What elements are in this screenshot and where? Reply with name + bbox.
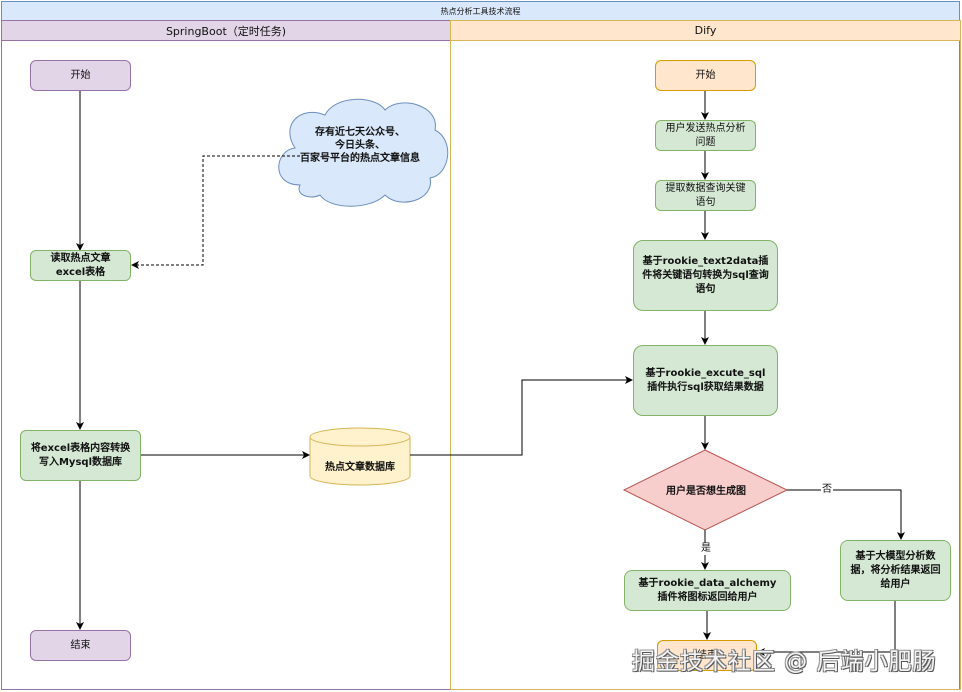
edge-label-yes: 是 [700, 543, 712, 555]
left-start-label: 开始 [70, 69, 91, 81]
right-start-label: 开始 [695, 69, 716, 81]
cloud-shape [278, 98, 449, 207]
text2data-node[interactable]: 基于rookie_text2data插 件将关键语句转换为sql查询 语句 [633, 240, 778, 311]
data-alchemy-node[interactable]: 基于rookie_data_alchemy 插件将图标返回给用户 [624, 570, 791, 611]
cloud-label: 存有近七天公众号、 今日头条、 百家号平台的热点文章信息 [300, 127, 420, 164]
right-start-node[interactable]: 开始 [655, 60, 756, 91]
user-question-node[interactable]: 用户发送热点分析 问题 [655, 120, 756, 151]
extract-keywords-label: 提取数据查询关键 语句 [665, 182, 746, 208]
write-mysql-label: 将excel表格内容转换 写入Mysql数据库 [30, 442, 131, 468]
right-end-label: 结束 [697, 649, 717, 661]
lane-dify: Dify [450, 20, 961, 690]
edge-decision-no [787, 489, 905, 540]
database-label: 热点文章数据库 [325, 462, 395, 473]
execute-sql-label: 基于rookie_excute_sql 插件执行sql获取结果数据 [645, 367, 766, 393]
database-cylinder [309, 427, 411, 486]
read-excel-label: 读取热点文章 excel表格 [50, 252, 111, 278]
text2data-label: 基于rookie_text2data插 件将关键语句转换为sql查询 语句 [642, 255, 769, 295]
edge-db-to-execute [410, 376, 633, 456]
left-start-node[interactable]: 开始 [30, 60, 131, 91]
edge-llm-to-end [757, 600, 896, 656]
lane-header-springboot: SpringBoot（定时任务) [2, 21, 450, 41]
lane-header-dify: Dify [451, 21, 960, 41]
data-alchemy-label: 基于rookie_data_alchemy 插件将图标返回给用户 [638, 577, 777, 603]
watermark: 掘金技术社区 @ 后端小肥肠 [632, 649, 937, 675]
llm-analysis-node[interactable]: 基于大模型分析数 据，将分析结果返回 给用户 [840, 540, 951, 601]
write-mysql-node[interactable]: 将excel表格内容转换 写入Mysql数据库 [20, 430, 141, 481]
execute-sql-node[interactable]: 基于rookie_excute_sql 插件执行sql获取结果数据 [633, 345, 778, 416]
left-end-node[interactable]: 结束 [30, 630, 131, 661]
edge-cloud-to-read [131, 155, 300, 269]
llm-analysis-label: 基于大模型分析数 据，将分析结果返回 给用户 [850, 550, 941, 590]
edge-label-no: 否 [821, 484, 833, 496]
extract-keywords-node[interactable]: 提取数据查询关键 语句 [655, 180, 756, 211]
user-question-label: 用户发送热点分析 问题 [665, 122, 746, 148]
right-end-node[interactable]: 结束 [657, 640, 757, 671]
read-excel-node[interactable]: 读取热点文章 excel表格 [30, 250, 131, 281]
left-end-label: 结束 [70, 639, 91, 651]
decision-label: 用户是否想生成图 [666, 486, 746, 497]
